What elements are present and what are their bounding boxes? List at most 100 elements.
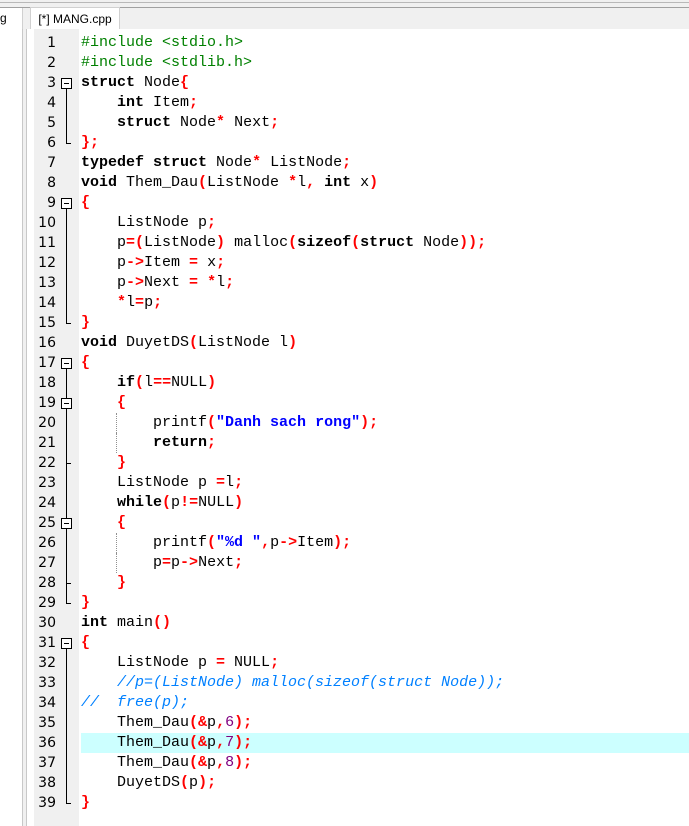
code-text[interactable]: } bbox=[81, 593, 689, 613]
code-line[interactable]: 25 { bbox=[27, 513, 689, 533]
fold-marker[interactable] bbox=[56, 633, 78, 653]
code-text[interactable]: { bbox=[81, 513, 689, 533]
code-text[interactable]: p=(ListNode) malloc(sizeof(struct Node))… bbox=[81, 233, 689, 253]
code-text[interactable]: // free(p); bbox=[81, 693, 689, 713]
code-line[interactable]: 6}; bbox=[27, 133, 689, 153]
code-line[interactable]: 17{ bbox=[27, 353, 689, 373]
code-line[interactable]: 4 int Item; bbox=[27, 93, 689, 113]
code-text[interactable]: int Item; bbox=[81, 93, 689, 113]
code-text[interactable]: } bbox=[81, 573, 689, 593]
fold-marker[interactable] bbox=[56, 513, 78, 533]
code-line[interactable]: 2#include <stdlib.h> bbox=[27, 53, 689, 73]
line-number: 11 bbox=[38, 235, 56, 251]
code-text[interactable]: void Them_Dau(ListNode *l, int x) bbox=[81, 173, 689, 193]
code-editor[interactable]: 1#include <stdio.h>2#include <stdlib.h>3… bbox=[26, 29, 689, 826]
code-text[interactable]: ListNode p; bbox=[81, 213, 689, 233]
fold-marker[interactable] bbox=[56, 193, 78, 213]
code-line[interactable]: 13 p->Next = *l; bbox=[27, 273, 689, 293]
fold-marker[interactable] bbox=[56, 73, 78, 93]
code-line[interactable]: 10 ListNode p; bbox=[27, 213, 689, 233]
code-text[interactable]: struct Node* Next; bbox=[81, 113, 689, 133]
fold-collapse-icon[interactable] bbox=[61, 358, 72, 369]
fold-collapse-icon[interactable] bbox=[61, 198, 72, 209]
code-text[interactable]: Them_Dau(&p,8); bbox=[81, 753, 689, 773]
code-text[interactable]: { bbox=[81, 193, 689, 213]
code-line[interactable]: 20 printf("Danh sach rong"); bbox=[27, 413, 689, 433]
code-text[interactable]: { bbox=[81, 393, 689, 413]
code-text[interactable]: } bbox=[81, 313, 689, 333]
code-line[interactable]: 24 while(p!=NULL) bbox=[27, 493, 689, 513]
fold-marker bbox=[56, 253, 78, 273]
code-text[interactable]: #include <stdio.h> bbox=[81, 33, 689, 53]
code-text[interactable]: p->Item = x; bbox=[81, 253, 689, 273]
fold-marker[interactable] bbox=[56, 353, 78, 373]
code-line[interactable]: 21 return; bbox=[27, 433, 689, 453]
fold-collapse-icon[interactable] bbox=[61, 638, 72, 649]
fold-marker[interactable] bbox=[56, 393, 78, 413]
code-text[interactable]: int main() bbox=[81, 613, 689, 633]
code-text[interactable]: while(p!=NULL) bbox=[81, 493, 689, 513]
code-text[interactable]: ListNode p =l; bbox=[81, 473, 689, 493]
code-line[interactable]: 18 if(l==NULL) bbox=[27, 373, 689, 393]
code-text[interactable]: *l=p; bbox=[81, 293, 689, 313]
code-line[interactable]: 23 ListNode p =l; bbox=[27, 473, 689, 493]
code-text[interactable]: return; bbox=[81, 433, 689, 453]
line-number: 28 bbox=[38, 575, 56, 591]
code-line[interactable]: 29} bbox=[27, 593, 689, 613]
code-line[interactable]: 9{ bbox=[27, 193, 689, 213]
code-text[interactable]: void DuyetDS(ListNode l) bbox=[81, 333, 689, 353]
code-line[interactable]: 37 Them_Dau(&p,8); bbox=[27, 753, 689, 773]
code-line[interactable]: 38 DuyetDS(p); bbox=[27, 773, 689, 793]
code-text[interactable]: //p=(ListNode) malloc(sizeof(struct Node… bbox=[81, 673, 689, 693]
tab-partial-left[interactable]: g bbox=[0, 8, 23, 29]
code-line[interactable]: 27 p=p->Next; bbox=[27, 553, 689, 573]
code-text[interactable]: ListNode p = NULL; bbox=[81, 653, 689, 673]
fold-collapse-icon[interactable] bbox=[61, 398, 72, 409]
code-line[interactable]: 28 } bbox=[27, 573, 689, 593]
fold-collapse-icon[interactable] bbox=[61, 518, 72, 529]
code-line[interactable]: 36 Them_Dau(&p,7); bbox=[27, 733, 689, 753]
code-text[interactable]: }; bbox=[81, 133, 689, 153]
code-token: ListNode p bbox=[81, 214, 208, 231]
code-text[interactable]: #include <stdlib.h> bbox=[81, 53, 689, 73]
code-line[interactable]: 14 *l=p; bbox=[27, 293, 689, 313]
code-text[interactable]: if(l==NULL) bbox=[81, 373, 689, 393]
code-line[interactable]: 15} bbox=[27, 313, 689, 333]
code-line[interactable]: 39} bbox=[27, 793, 689, 813]
code-line[interactable]: 33 //p=(ListNode) malloc(sizeof(struct N… bbox=[27, 673, 689, 693]
code-text[interactable]: { bbox=[81, 633, 689, 653]
fold-collapse-icon[interactable] bbox=[61, 78, 72, 89]
code-text[interactable]: p->Next = *l; bbox=[81, 273, 689, 293]
code-text[interactable]: } bbox=[81, 793, 689, 813]
code-text[interactable]: p=p->Next; bbox=[81, 553, 689, 573]
code-line[interactable]: 12 p->Item = x; bbox=[27, 253, 689, 273]
code-line[interactable]: 19 { bbox=[27, 393, 689, 413]
code-line[interactable]: 35 Them_Dau(&p,6); bbox=[27, 713, 689, 733]
tab-mang-cpp[interactable]: [*] MANG.cpp bbox=[30, 7, 120, 30]
code-text[interactable]: } bbox=[81, 453, 689, 473]
code-line[interactable]: 22 } bbox=[27, 453, 689, 473]
code-text[interactable]: Them_Dau(&p,7); bbox=[81, 733, 689, 753]
code-text[interactable]: struct Node{ bbox=[81, 73, 689, 93]
code-line[interactable]: 34// free(p); bbox=[27, 693, 689, 713]
code-token: -> bbox=[279, 534, 298, 551]
code-line[interactable]: 5 struct Node* Next; bbox=[27, 113, 689, 133]
code-text[interactable]: typedef struct Node* ListNode; bbox=[81, 153, 689, 173]
code-text[interactable]: DuyetDS(p); bbox=[81, 773, 689, 793]
code-line[interactable]: 26 printf("%d ",p->Item); bbox=[27, 533, 689, 553]
line-number: 15 bbox=[38, 315, 56, 331]
code-line[interactable]: 1#include <stdio.h> bbox=[27, 33, 689, 53]
code-text[interactable]: printf("%d ",p->Item); bbox=[81, 533, 689, 553]
code-line[interactable]: 11 p=(ListNode) malloc(sizeof(struct Nod… bbox=[27, 233, 689, 253]
fold-marker bbox=[56, 753, 78, 773]
code-text[interactable]: printf("Danh sach rong"); bbox=[81, 413, 689, 433]
code-text[interactable]: Them_Dau(&p,6); bbox=[81, 713, 689, 733]
code-line[interactable]: 31{ bbox=[27, 633, 689, 653]
code-line[interactable]: 32 ListNode p = NULL; bbox=[27, 653, 689, 673]
code-text[interactable]: { bbox=[81, 353, 689, 373]
